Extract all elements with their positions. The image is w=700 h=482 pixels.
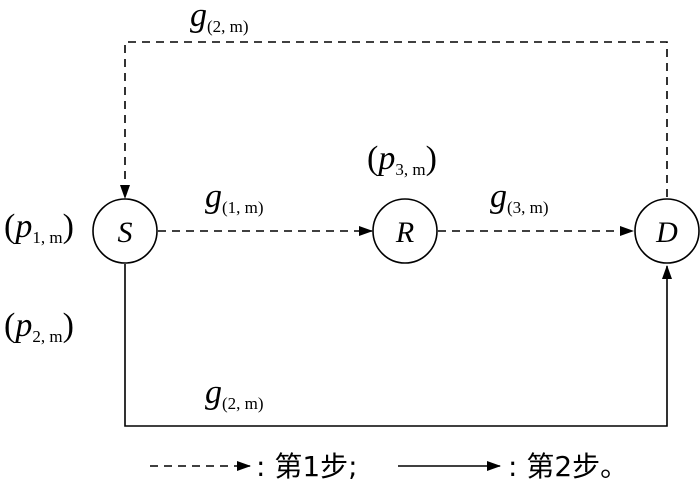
legend-step2-text: : 第2步。 [508, 450, 628, 482]
gain-top-symbol: g [190, 0, 207, 34]
node-source: S [92, 198, 158, 264]
power-p1-label: (p1, m) [4, 208, 74, 247]
node-relay: R [372, 198, 438, 264]
link-s-to-d-solid [124, 264, 672, 427]
legend: : 第1步; : 第2步。 [150, 450, 628, 482]
gain-sr-label: g(1, m) [205, 178, 264, 217]
gain-sr-sub: (1, m) [222, 198, 264, 217]
node-destination-label: D [655, 216, 678, 249]
node-relay-label: R [395, 216, 414, 249]
legend-step1-text: : 第1步; [256, 450, 358, 482]
power-p3-label: (p3, m) [367, 140, 437, 179]
gain-top-sub: (2, m) [207, 17, 249, 36]
node-destination: D [634, 198, 700, 264]
link-d-to-s-dashed [120, 41, 668, 199]
gain-sd-symbol: g [205, 374, 222, 411]
gain-rd-label: g(3, m) [490, 178, 549, 217]
node-source-label: S [118, 216, 133, 249]
gain-top-label: g(2, m) [190, 0, 249, 36]
gain-rd-symbol: g [490, 178, 507, 215]
gain-rd-sub: (3, m) [507, 198, 549, 217]
gain-sr-symbol: g [205, 178, 222, 215]
power-p2-label: (p2, m) [4, 307, 74, 346]
gain-sd-sub: (2, m) [222, 394, 264, 413]
gain-sd-label: g(2, m) [205, 374, 264, 413]
